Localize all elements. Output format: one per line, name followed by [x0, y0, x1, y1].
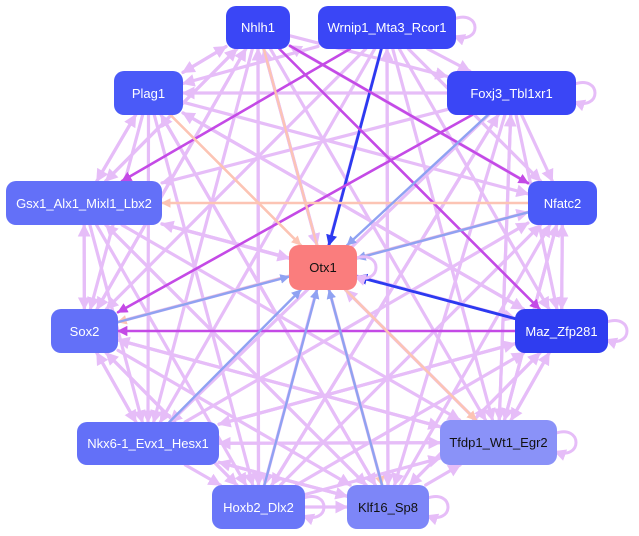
self-loop-klf16 — [425, 495, 450, 526]
edge-wrnip1-to-otx1 — [326, 47, 383, 247]
edge-tfdp1-to-foxj3 — [497, 113, 517, 422]
edge-sox2-to-nhlh1 — [95, 47, 248, 311]
edge-nfatc2-to-otx1 — [355, 211, 530, 261]
node-nhlh1[interactable]: Nhlh1 — [226, 6, 290, 49]
edge-sox2-to-klf16 — [116, 348, 352, 487]
edge-nkx61-to-sox2 — [95, 351, 138, 424]
edge-foxj3-to-gsx1 — [160, 107, 449, 187]
edge-klf16-to-nkx61 — [217, 459, 349, 498]
edge-maz-to-nkx61 — [217, 342, 517, 428]
node-foxj3-tbl1xr1[interactable]: Foxj3_Tbl1xr1 — [447, 71, 576, 115]
edge-nhlh1-to-maz — [278, 47, 541, 311]
edge-klf16-to-otx1 — [326, 288, 384, 487]
edge-foxj3-to-otx1 — [346, 113, 489, 247]
node-maz-zfp281[interactable]: Maz_Zfp281 — [515, 309, 608, 353]
edge-nhlh1-to-nfatc2 — [288, 44, 530, 185]
edge-maz-to-tfdp1 — [509, 351, 551, 422]
edge-sox2-to-otx1 — [116, 274, 291, 324]
edge-tfdp1-to-sox2 — [116, 336, 442, 429]
edge-gsx1-to-plag1 — [95, 113, 138, 183]
edge-maz-to-otx1 — [355, 273, 517, 321]
node-wrnip1-mta3-rcor1[interactable]: Wrnip1_Mta3_Rcor1 — [318, 6, 456, 49]
node-klf16-sp8[interactable]: Klf16_Sp8 — [347, 485, 429, 529]
self-loop-maz — [604, 319, 629, 350]
node-nfatc2[interactable]: Nfatc2 — [528, 181, 597, 225]
edge-klf16-to-plag1 — [159, 113, 377, 487]
edge-tfdp1-to-nkx61 — [217, 436, 442, 450]
node-nkx6-1-evx1-hesx1[interactable]: Nkx6-1_Evx1_Hesx1 — [77, 422, 219, 465]
edge-otx1-to-tfdp1 — [344, 288, 478, 422]
edge-nkx61-to-nfatc2 — [183, 221, 530, 424]
edge-nhlh1-to-tfdp1 — [268, 47, 488, 422]
node-gsx1-alx1-mixl1-lbx2[interactable]: Gsx1_Alx1_Mixl1_Lbx2 — [6, 181, 162, 225]
edge-gsx1-to-tfdp1 — [120, 223, 462, 422]
edge-hoxb2-to-tfdp1 — [303, 455, 442, 497]
node-otx1[interactable]: Otx1 — [289, 245, 357, 290]
node-sox2[interactable]: Sox2 — [51, 309, 118, 353]
self-loop-wrnip1 — [452, 15, 477, 46]
edge-hoxb2-to-foxj3 — [270, 113, 500, 487]
edge-foxj3-to-sox2 — [116, 113, 474, 314]
edge-foxj3-to-nfatc2 — [520, 113, 554, 183]
edge-klf16-to-tfdp1 — [424, 463, 462, 487]
self-loop-otx1 — [353, 255, 378, 286]
edge-wrnip1-to-gsx1 — [120, 47, 352, 183]
edge-maz-to-plag1 — [181, 111, 525, 311]
edge-nkx61-to-otx1 — [168, 288, 302, 424]
self-loop-layer — [301, 15, 629, 526]
edge-hoxb2-to-nhlh1 — [251, 47, 265, 487]
node-plag1[interactable]: Plag1 — [114, 71, 183, 115]
edge-nkx61-to-hoxb2 — [183, 463, 222, 487]
self-loop-foxj3 — [572, 81, 597, 112]
node-tfdp1-wt1-egr2[interactable]: Tfdp1_Wt1_Egr2 — [440, 420, 557, 465]
edge-wrnip1-to-foxj3 — [426, 47, 472, 73]
edge-plag1-to-nhlh1 — [181, 44, 228, 75]
node-hoxb2-dlx2[interactable]: Hoxb2_Dlx2 — [212, 485, 305, 529]
edge-wrnip1-to-nfatc2 — [406, 47, 543, 183]
edge-nhlh1-to-foxj3 — [288, 34, 449, 80]
edge-maz-to-nfatc2 — [555, 223, 569, 311]
self-loop-tfdp1 — [553, 430, 578, 461]
edge-hoxb2-to-otx1 — [263, 288, 320, 487]
self-loop-hoxb2 — [301, 495, 326, 526]
